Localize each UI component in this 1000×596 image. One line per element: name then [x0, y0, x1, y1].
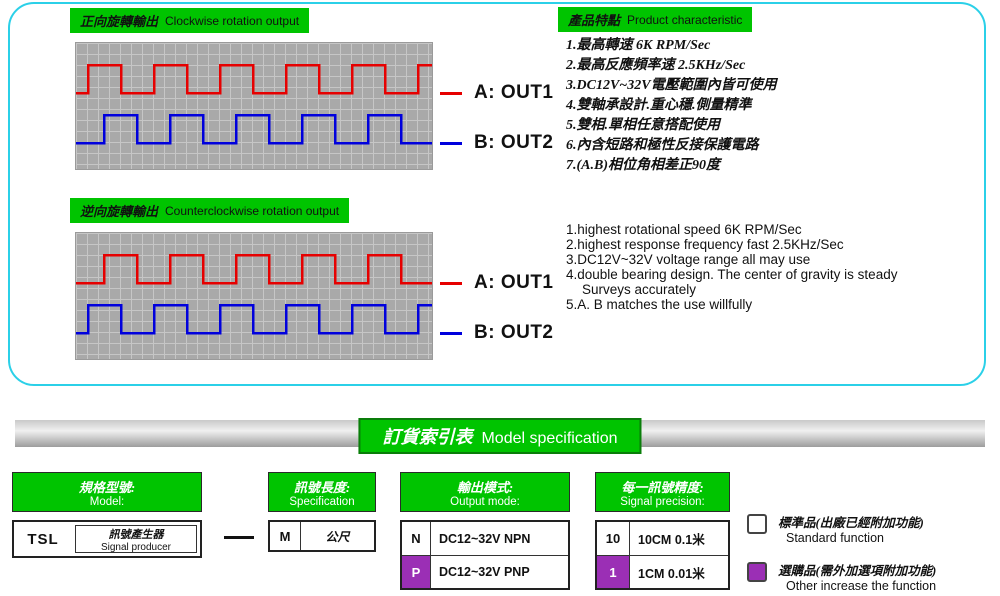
en-item: 4.double bearing design. The center of g…	[566, 267, 898, 282]
signal-producer-box: 訊號產生器 Signal producer	[75, 525, 197, 553]
length-column-header: 訊號長度: Specification	[268, 472, 376, 512]
output-mode-table: N DC12~32V NPN P DC12~32V PNP	[400, 520, 570, 590]
precision-column-header: 每一訊號精度: Signal precision:	[595, 472, 730, 512]
precision-code-10: 10	[597, 522, 630, 555]
spec-title-en: Model specification	[481, 430, 618, 447]
out2-text: B: OUT2	[474, 132, 554, 153]
red-wave-dash-icon	[440, 281, 462, 285]
en-item: Surveys accurately	[582, 282, 697, 297]
length-value-box: M 公尺	[268, 520, 376, 552]
length-header-zh: 訊號長度:	[293, 479, 351, 495]
counterclockwise-label-zh: 逆向旋轉輸出	[80, 204, 159, 219]
table-row: P DC12~32V PNP	[402, 555, 568, 588]
out1-text: A: OUT1	[474, 82, 554, 103]
spec-title-zh: 訂貨索引表	[382, 427, 473, 447]
standard-function-en: Standard function	[786, 531, 884, 545]
precision-header-zh: 每一訊號精度:	[621, 479, 704, 495]
blue-wave-dash-icon	[440, 331, 462, 335]
counterclockwise-waveform	[76, 253, 432, 335]
model-desc-en: Signal producer	[100, 541, 172, 553]
en-item: 1.highest rotational speed 6K RPM/Sec	[566, 222, 802, 237]
output-code-n: N	[402, 522, 431, 555]
output-label-pnp: DC12~32V PNP	[439, 565, 530, 579]
en-item: 5.A. B matches the use willfully	[566, 297, 753, 312]
ccw-out1-label: A: OUT1	[440, 271, 554, 295]
length-header-en: Specification	[289, 495, 355, 508]
output-header-en: Output mode:	[450, 495, 520, 508]
product-characteristic-label: 產品特點 Product characteristic	[558, 7, 753, 32]
model-value-box: TSL 訊號產生器 Signal producer	[12, 520, 202, 558]
optional-function-zh: 選購品(需外加選項附加功能)	[778, 564, 937, 578]
en-item: 2.highest response frequency fast 2.5KHz…	[566, 237, 844, 252]
model-code: TSL	[27, 530, 59, 548]
red-wave-dash-icon	[440, 91, 462, 95]
blue-wave-dash-icon	[440, 141, 462, 145]
out2-text: B: OUT2	[474, 322, 554, 343]
zh-item: 1.最高轉速 6K RPM/Sec	[566, 38, 711, 53]
precision-header-en: Signal precision:	[620, 495, 705, 508]
output-code-p: P	[402, 556, 431, 588]
table-row: 10 10CM 0.1米	[597, 522, 728, 555]
precision-code-1: 1	[597, 556, 630, 588]
zh-item: 3.DC12V~32V電壓範圍內皆可使用	[566, 78, 777, 93]
model-column-header: 規格型號: Model:	[12, 472, 202, 512]
table-row: N DC12~32V NPN	[402, 522, 568, 555]
zh-item: 5.雙相.單相任意搭配使用	[566, 118, 720, 133]
characteristic-label-zh: 產品特點	[568, 13, 621, 28]
out1-text: A: OUT1	[474, 272, 554, 293]
separator-dash	[224, 536, 254, 539]
model-header-zh: 規格型號:	[78, 479, 136, 495]
characteristics-list-zh: 1.最高轉速 6K RPM/Sec 2.最高反應頻率速 2.5KHz/Sec 3…	[566, 34, 777, 174]
cw-out1-label: A: OUT1	[440, 81, 554, 105]
precision-label-10cm: 10CM 0.1米	[638, 533, 705, 547]
cw-out2-label: B: OUT2	[440, 131, 554, 155]
precision-label-1cm: 1CM 0.01米	[638, 566, 705, 581]
standard-function-swatch	[747, 514, 767, 534]
length-code: M	[270, 522, 301, 550]
characteristic-label-en: Product characteristic	[627, 12, 743, 27]
zh-item: 4.雙軸承設計.重心穩.側量精準	[566, 98, 752, 113]
output-column-header: 輸出模式: Output mode:	[400, 472, 570, 512]
signal-precision-table: 10 10CM 0.1米 1 1CM 0.01米	[595, 520, 730, 590]
en-item: 3.DC12V~32V voltage range all may use	[566, 252, 811, 267]
zh-item: 2.最高反應頻率速 2.5KHz/Sec	[566, 58, 746, 73]
zh-item: 6.內含短路和極性反接保護電路	[566, 138, 759, 153]
output-label-npn: DC12~32V NPN	[439, 531, 531, 546]
model-header-en: Model:	[89, 495, 125, 508]
ccw-out2-label: B: OUT2	[440, 321, 554, 345]
clockwise-label-zh: 正向旋轉輸出	[80, 14, 159, 29]
model-desc-zh: 訊號產生器	[108, 528, 164, 541]
zh-item: 7.(A.B)相位角相差正90度	[566, 158, 720, 173]
model-specification-title: 訂貨索引表 Model specification	[358, 418, 642, 454]
output-header-zh: 輸出模式:	[456, 479, 514, 495]
characteristics-list-en: 1.highest rotational speed 6K RPM/Sec 2.…	[566, 222, 897, 312]
table-row: 1 1CM 0.01米	[597, 555, 728, 588]
clockwise-rotation-label: 正向旋轉輸出 Clockwise rotation output	[70, 8, 310, 33]
clockwise-label-en: Clockwise rotation output	[165, 13, 300, 28]
counterclockwise-waveform-grid	[75, 232, 433, 360]
clockwise-waveform	[76, 63, 432, 145]
counterclockwise-rotation-label: 逆向旋轉輸出 Counterclockwise rotation output	[70, 198, 350, 223]
length-unit: 公尺	[325, 529, 350, 544]
clockwise-waveform-grid	[75, 42, 433, 170]
optional-function-en: Other increase the function	[786, 579, 937, 593]
counterclockwise-label-en: Counterclockwise rotation output	[165, 203, 340, 218]
optional-function-swatch	[747, 562, 767, 582]
standard-function-zh: 標準品(出廠已經附加功能)	[778, 516, 924, 530]
